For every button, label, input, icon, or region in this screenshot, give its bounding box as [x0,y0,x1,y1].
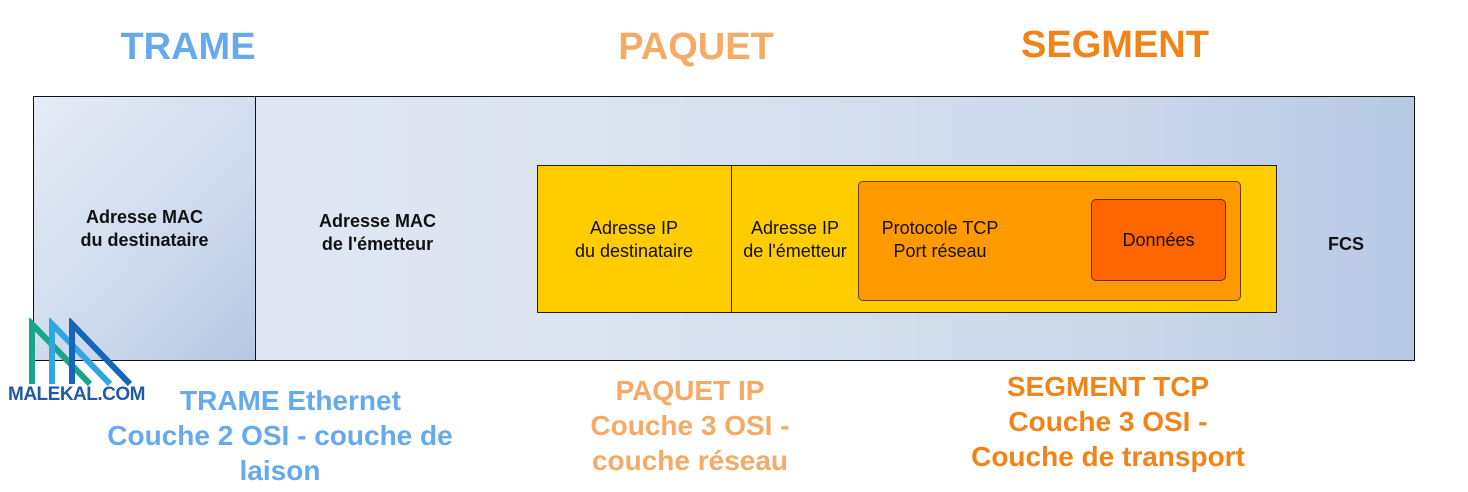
ip-destination-field: Adresse IP du destinataire [537,215,731,265]
logo-text: MALEKAL.COM [8,384,145,405]
header-paquet: PAQUET [618,26,774,68]
caption-paquet-line1: PAQUET IP [615,375,765,406]
mac-destination-line2: du destinataire [80,229,209,250]
fcs-label: FCS [1328,233,1364,254]
ip-source-line2: de l'émetteur [743,241,847,261]
tcp-protocol-line1: Protocole TCP [881,218,999,238]
mac-source-line2: de l'émetteur [321,234,434,254]
tcp-protocol-line2: Port réseau [893,241,987,261]
mac-source-field: Adresse MAC de l'émetteur [256,208,499,258]
malekal-logo-icon [29,318,133,387]
caption-segment-line2: Couche 3 OSI - [1008,406,1208,437]
caption-segment-line1: SEGMENT TCP [1006,371,1210,402]
caption-trame-line1: TRAME Ethernet [180,385,401,416]
header-segment: SEGMENT [1021,24,1209,66]
caption-trame-line3: laison [239,455,321,486]
caption-trame-line2: Couche 2 OSI - couche de [107,420,453,451]
ip-source-field: Adresse IP de l'émetteur [732,215,858,265]
caption-paquet-line2: Couche 3 OSI - [590,410,790,441]
caption-segment-line3: Couche de transport [971,441,1245,472]
ip-destination-line2: du destinataire [574,241,694,261]
ip-source-line1: Adresse IP [750,218,840,238]
ip-destination-line1: Adresse IP [589,218,679,238]
tcp-protocol-field: Protocole TCP Port réseau [865,215,1015,265]
caption-paquet-line3: couche réseau [591,445,789,476]
caption-paquet: PAQUET IP Couche 3 OSI - couche réseau [560,373,820,478]
data-label: Données [1122,229,1195,250]
data-field: Données [1091,199,1226,281]
caption-trame: TRAME Ethernet Couche 2 OSI - couche de … [60,383,500,488]
mac-destination-line1: Adresse MAC [85,206,204,227]
mac-source-line1: Adresse MAC [318,211,437,231]
fcs-field: FCS [1277,230,1415,258]
caption-segment: SEGMENT TCP Couche 3 OSI - Couche de tra… [948,369,1268,474]
header-trame: TRAME [120,26,256,68]
packet-divider [731,165,732,313]
mac-destination-field: Adresse MAC du destinataire [33,96,256,361]
